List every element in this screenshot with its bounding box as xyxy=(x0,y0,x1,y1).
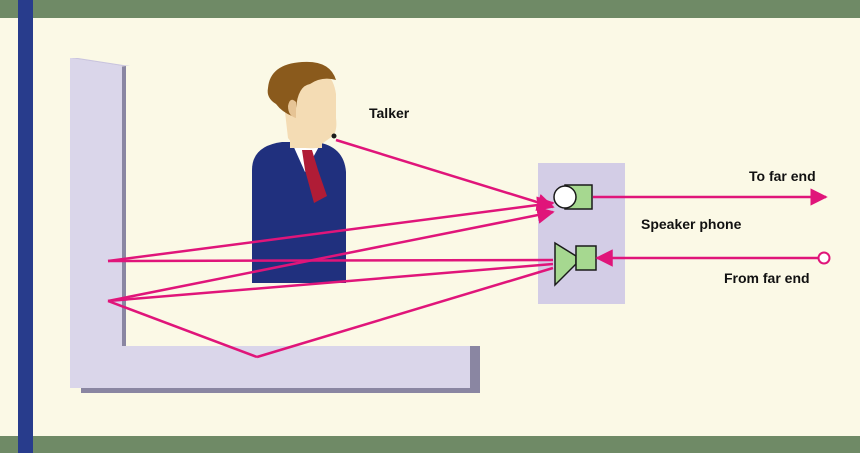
to-far-end-label: To far end xyxy=(749,168,816,184)
top-border xyxy=(0,0,860,18)
wall-face xyxy=(70,58,470,388)
talker-label: Talker xyxy=(369,105,410,121)
microphone-capsule xyxy=(553,185,577,209)
talker-hair xyxy=(267,61,336,116)
talker-tie xyxy=(302,150,327,203)
talker-suit xyxy=(252,142,346,283)
signal-paths xyxy=(107,138,828,359)
from-far-end-label: From far end xyxy=(724,270,810,286)
echo-path-floor-reflection xyxy=(107,299,258,359)
person-icon xyxy=(252,61,346,283)
microphone-icon xyxy=(553,184,593,210)
echo-path-to-wall xyxy=(107,262,554,303)
loudspeaker-magnet xyxy=(575,245,597,271)
direct-speech-path xyxy=(335,138,555,211)
bottom-border xyxy=(0,436,860,453)
echo-path-horizontal xyxy=(107,258,554,263)
speaker-phone-label: Speaker phone xyxy=(641,216,742,232)
wall-edge xyxy=(70,58,130,66)
far-end-input-terminal xyxy=(817,251,831,265)
phone-body xyxy=(538,163,625,304)
reflecting-wall xyxy=(70,58,480,393)
echo-path-upper-ray xyxy=(107,196,555,263)
left-border xyxy=(18,0,33,453)
talker-mouth xyxy=(331,133,337,139)
talker-ear xyxy=(288,99,296,118)
speaker-phone-device xyxy=(538,163,625,304)
echo-path-floor-return xyxy=(256,266,554,359)
echo-path-lower-ray xyxy=(107,206,555,303)
